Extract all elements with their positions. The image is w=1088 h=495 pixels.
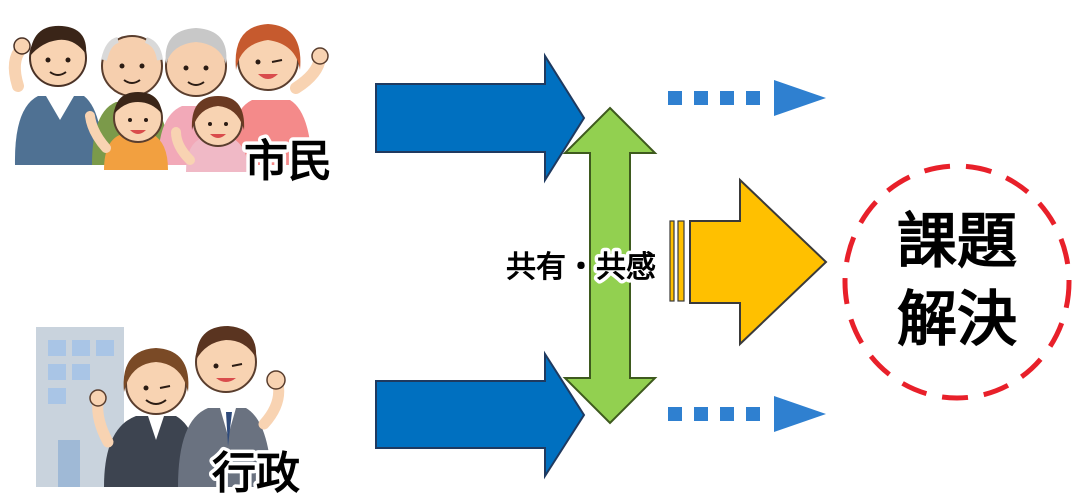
government-label: 行政 <box>212 448 300 495</box>
green-double-arrow <box>562 106 658 425</box>
family-icon <box>8 24 329 172</box>
government-blue-arrow <box>375 350 586 480</box>
citizens-blue-arrow <box>375 52 586 184</box>
share-empathy-label: 共有・共感 <box>506 250 656 285</box>
bottom-dotted-arrow <box>668 396 826 432</box>
solve-label-line2: 解決 <box>897 285 1017 355</box>
solve-label-line1: 課題 <box>897 207 1017 277</box>
top-dotted-arrow <box>668 80 826 116</box>
citizens-label: 市民 <box>244 136 332 187</box>
solve-dashed-circle <box>842 163 1072 401</box>
orange-arrow <box>669 177 828 347</box>
office-workers-icon <box>36 326 286 487</box>
